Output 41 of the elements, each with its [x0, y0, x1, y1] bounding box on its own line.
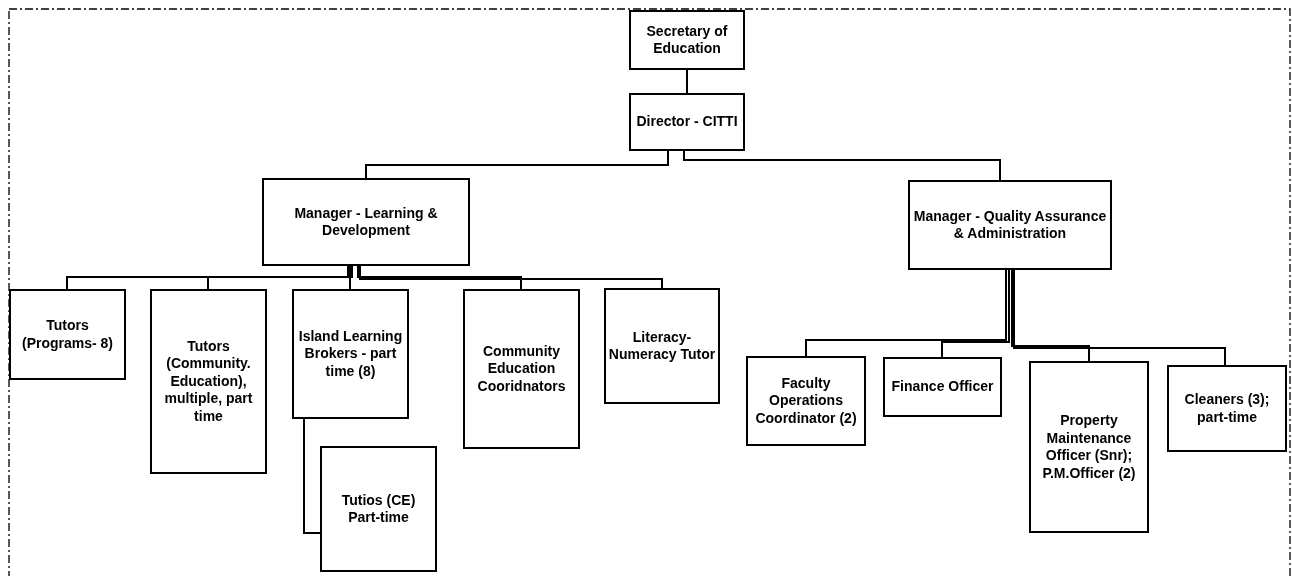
connector-line — [686, 69, 688, 94]
role-title: Island Learning Brokers - part time (8) — [297, 327, 404, 381]
connector-line — [1013, 269, 1226, 366]
connector-line — [683, 150, 1001, 181]
connector-line — [349, 265, 353, 290]
org-box — [150, 289, 267, 474]
connector-line — [365, 150, 669, 179]
role-title: Property Maintenance Officer (Snr); P.M.Officer (2) — [1041, 412, 1137, 482]
connector-line — [941, 269, 1010, 358]
role-title: Manager - Learning & Development — [293, 204, 439, 240]
org-box — [629, 93, 745, 151]
role-title: Director - CITTI — [635, 113, 739, 131]
org-box — [463, 289, 580, 449]
org-box — [9, 289, 126, 380]
connector-line — [359, 265, 663, 289]
role-title: Community Education Cooridnators — [476, 342, 567, 396]
role-title: Literacy- Numeracy Tutor — [607, 328, 717, 364]
org-box — [883, 357, 1002, 417]
org-box — [262, 178, 470, 266]
connector-line — [357, 265, 522, 290]
role-title: Tutors (Programs- 8) — [21, 317, 114, 352]
org-box — [1167, 365, 1287, 452]
org-box — [604, 288, 720, 404]
role-title: Secretary of Education — [645, 22, 729, 58]
role-title: Tutors (Community. Education), multiple, part time — [163, 337, 254, 426]
connector-line — [207, 265, 351, 290]
org-box — [746, 356, 866, 446]
org-box — [292, 289, 409, 419]
connector-line — [66, 265, 349, 290]
connector-line — [805, 269, 1007, 357]
connector-line — [303, 418, 321, 534]
role-title: Manager - Quality Assurance & Administration — [912, 207, 1108, 243]
role-title: Cleaners (3); part-time — [1183, 391, 1271, 426]
role-title: Tutios (CE) Part-time — [340, 491, 417, 527]
connector-line — [1011, 269, 1090, 362]
org-box — [320, 446, 437, 572]
role-title: Finance Officer — [890, 378, 995, 396]
role-title: Faculty Operations Coordinator (2) — [754, 374, 858, 428]
org-box — [1029, 361, 1149, 533]
org-box — [908, 180, 1112, 270]
org-box — [629, 10, 745, 70]
